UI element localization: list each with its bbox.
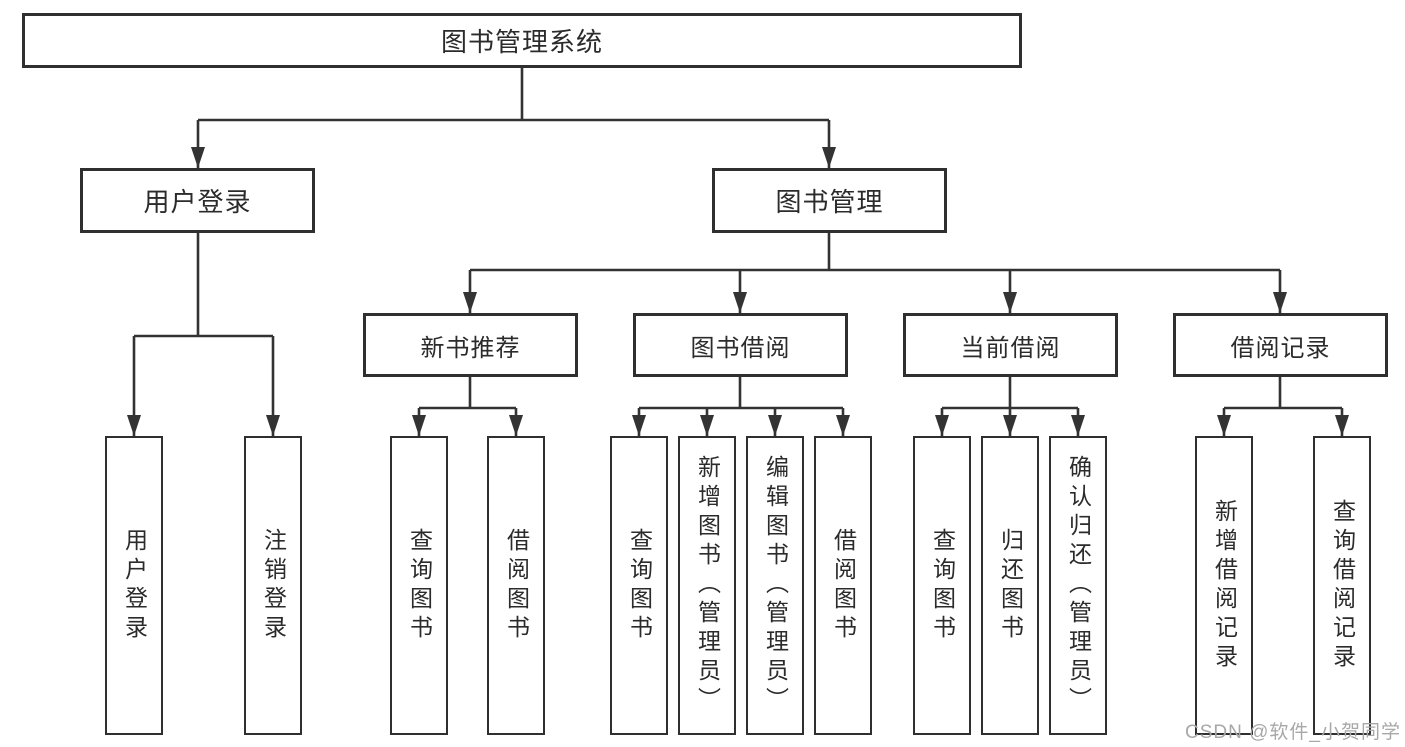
leaf-label: 新增图书（管理员） [694,455,721,716]
leaf-records-add-borrow-record: 新增借阅记录 [1195,436,1253,735]
leaf-borrow-query-books: 查询图书 [610,436,668,735]
leaf-borrow-borrow-books: 借阅图书 [814,436,872,735]
leaf-label: 查询借阅记录 [1329,498,1356,673]
node-book-management: 图书管理 [712,168,947,233]
leaf-records-query-borrow-record: 查询借阅记录 [1313,436,1371,735]
leaf-label: 查询图书 [406,527,433,644]
node-borrow-records: 借阅记录 [1173,313,1388,377]
leaf-label: 查询图书 [626,527,653,644]
csdn-watermark: CSDN @软件_小贺同学 [1185,722,1401,743]
leaf-label: 用户登录 [121,527,148,644]
leaf-user-login: 用户登录 [105,436,163,735]
leaf-label: 查询图书 [929,527,956,644]
leaf-label: 确认归还（管理员） [1065,455,1092,716]
leaf-newbooks-query-books: 查询图书 [390,436,448,735]
leaf-borrow-add-books-admin: 新增图书（管理员） [678,436,736,735]
leaf-logout: 注销登录 [244,436,302,735]
leaf-label: 编辑图书（管理员） [762,455,789,716]
leaf-label: 借阅图书 [830,527,857,644]
node-user-login: 用户登录 [80,168,315,233]
leaf-label: 注销登录 [260,527,287,644]
node-new-book-recommend: 新书推荐 [363,313,578,377]
leaf-label: 归还图书 [997,527,1024,644]
leaf-current-return-books: 归还图书 [981,436,1039,735]
node-library-management-system: 图书管理系统 [22,13,1022,68]
leaf-label: 借阅图书 [503,527,530,644]
leaf-current-query-books: 查询图书 [913,436,971,735]
node-current-borrow: 当前借阅 [903,313,1118,377]
node-book-borrow: 图书借阅 [633,313,848,377]
tree-connector-segments [132,68,1344,436]
leaf-newbooks-borrow-books: 借阅图书 [487,436,545,735]
leaf-label: 新增借阅记录 [1211,498,1238,673]
leaf-current-confirm-return-admin: 确认归还（管理员） [1049,436,1107,735]
leaf-borrow-edit-books-admin: 编辑图书（管理员） [746,436,804,735]
